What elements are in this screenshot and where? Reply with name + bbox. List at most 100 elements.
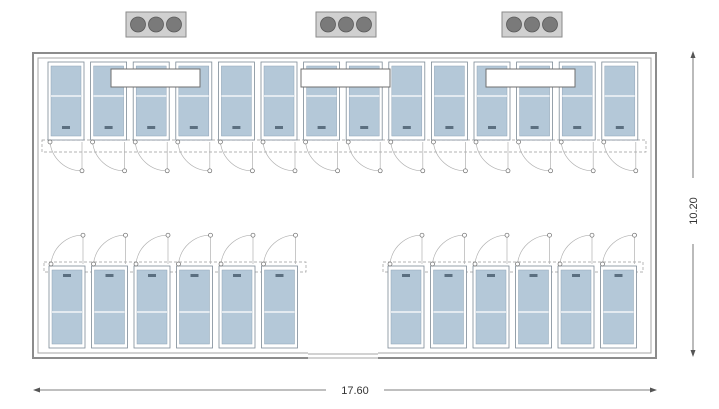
door-swing-arc: [220, 141, 253, 172]
hinge-icon: [207, 168, 213, 174]
door-swing-arc: [178, 234, 211, 265]
fan-icon: [524, 16, 540, 33]
hinge-icon: [504, 232, 510, 238]
width-dimension: 17.60: [33, 385, 657, 397]
top-shelf-rail: [41, 139, 647, 153]
hinge-icon: [473, 139, 479, 145]
door-handle-icon: [360, 126, 369, 129]
door-handle-icon: [614, 274, 623, 277]
door-glass: [560, 269, 592, 345]
glass-door: [261, 232, 298, 349]
door-handle-icon: [148, 274, 156, 277]
height-label: 10.20: [688, 197, 700, 225]
bottom-left-door-row: [43, 232, 307, 349]
bottom-left-shelf-rail: [43, 261, 307, 273]
hinge-icon: [547, 232, 552, 238]
hinge-icon: [462, 232, 467, 238]
door-glass: [221, 65, 252, 137]
door-handle-icon: [190, 274, 199, 277]
hinge-icon: [80, 232, 86, 238]
door-handle-icon: [529, 274, 538, 277]
door-handle-icon: [317, 126, 326, 129]
door-swing-arc: [134, 141, 168, 172]
door-glass: [94, 269, 125, 345]
glass-door: [48, 232, 86, 349]
door-handle-icon: [488, 126, 496, 129]
door-swing-arc: [390, 141, 423, 172]
hinge-icon: [633, 168, 639, 174]
hinge-icon: [590, 168, 596, 174]
hinge-icon: [260, 139, 266, 145]
evaporator-unit: [110, 68, 201, 88]
glass-door: [557, 232, 595, 349]
hinge-icon: [218, 261, 224, 267]
hinge-icon: [388, 139, 394, 145]
glass-door: [472, 232, 510, 349]
door-swing-arc: [177, 141, 210, 172]
door-swing-arc: [347, 141, 381, 172]
hinge-icon: [548, 168, 553, 174]
door-swing-arc: [93, 234, 126, 265]
hinge-icon: [387, 261, 393, 267]
hinge-icon: [175, 139, 181, 145]
door-handle-icon: [62, 126, 70, 129]
door-swing-arc: [559, 234, 593, 265]
door-handle-icon: [445, 126, 454, 129]
fan-icon: [148, 16, 164, 33]
door-glass: [518, 269, 549, 345]
fan-icon: [506, 16, 522, 33]
condenser-units: [125, 11, 563, 38]
door-swing-arc: [560, 141, 594, 172]
door-swing-arc: [220, 234, 254, 265]
door-swing-arc: [475, 141, 509, 172]
fan-icon: [166, 16, 182, 33]
door-glass: [603, 269, 634, 345]
fan-icon: [356, 16, 372, 33]
door-swing-arc: [92, 141, 125, 172]
door-glass: [179, 269, 210, 345]
door-handle-icon: [444, 274, 453, 277]
evaporator-units: [110, 68, 576, 88]
door-swing-arc: [433, 141, 466, 172]
hinge-icon: [48, 261, 54, 267]
hinge-icon: [218, 139, 223, 145]
hinge-icon: [91, 261, 96, 267]
door-swing-arc: [517, 234, 550, 265]
door-swing-arc: [50, 234, 84, 265]
hinge-icon: [601, 139, 607, 145]
door-handle-icon: [63, 274, 71, 277]
door-glass: [50, 65, 82, 137]
hinge-icon: [303, 139, 308, 145]
door-handle-icon: [104, 126, 113, 129]
door-glass: [51, 269, 83, 345]
hinge-icon: [250, 168, 255, 174]
fan-icon: [542, 16, 558, 33]
hinge-icon: [123, 232, 128, 238]
hinge-icon: [335, 168, 340, 174]
door-swing-arc: [305, 141, 338, 172]
fan-icon: [320, 16, 336, 33]
door-glass: [263, 65, 295, 137]
glass-door: [133, 232, 171, 349]
hinge-icon: [516, 139, 521, 145]
bottom-right-shelf-rail: [382, 261, 644, 273]
hinge-icon: [133, 261, 139, 267]
hinge-icon: [600, 261, 605, 267]
hinge-icon: [292, 168, 298, 174]
glass-door: [430, 232, 467, 349]
door-handle-icon: [573, 126, 582, 129]
hinge-icon: [557, 261, 563, 267]
width-label: 17.60: [341, 385, 369, 397]
hinge-icon: [419, 232, 425, 238]
evaporator-unit: [485, 68, 576, 88]
door-glass: [391, 65, 423, 137]
hinge-icon: [47, 139, 53, 145]
glass-door: [260, 61, 298, 174]
evaporator-unit: [300, 68, 391, 88]
hinge-icon: [431, 139, 436, 145]
door-handle-icon: [615, 126, 624, 129]
door-handle-icon: [487, 274, 495, 277]
hinge-icon: [176, 261, 181, 267]
door-handle-icon: [530, 126, 539, 129]
hinge-icon: [261, 261, 266, 267]
